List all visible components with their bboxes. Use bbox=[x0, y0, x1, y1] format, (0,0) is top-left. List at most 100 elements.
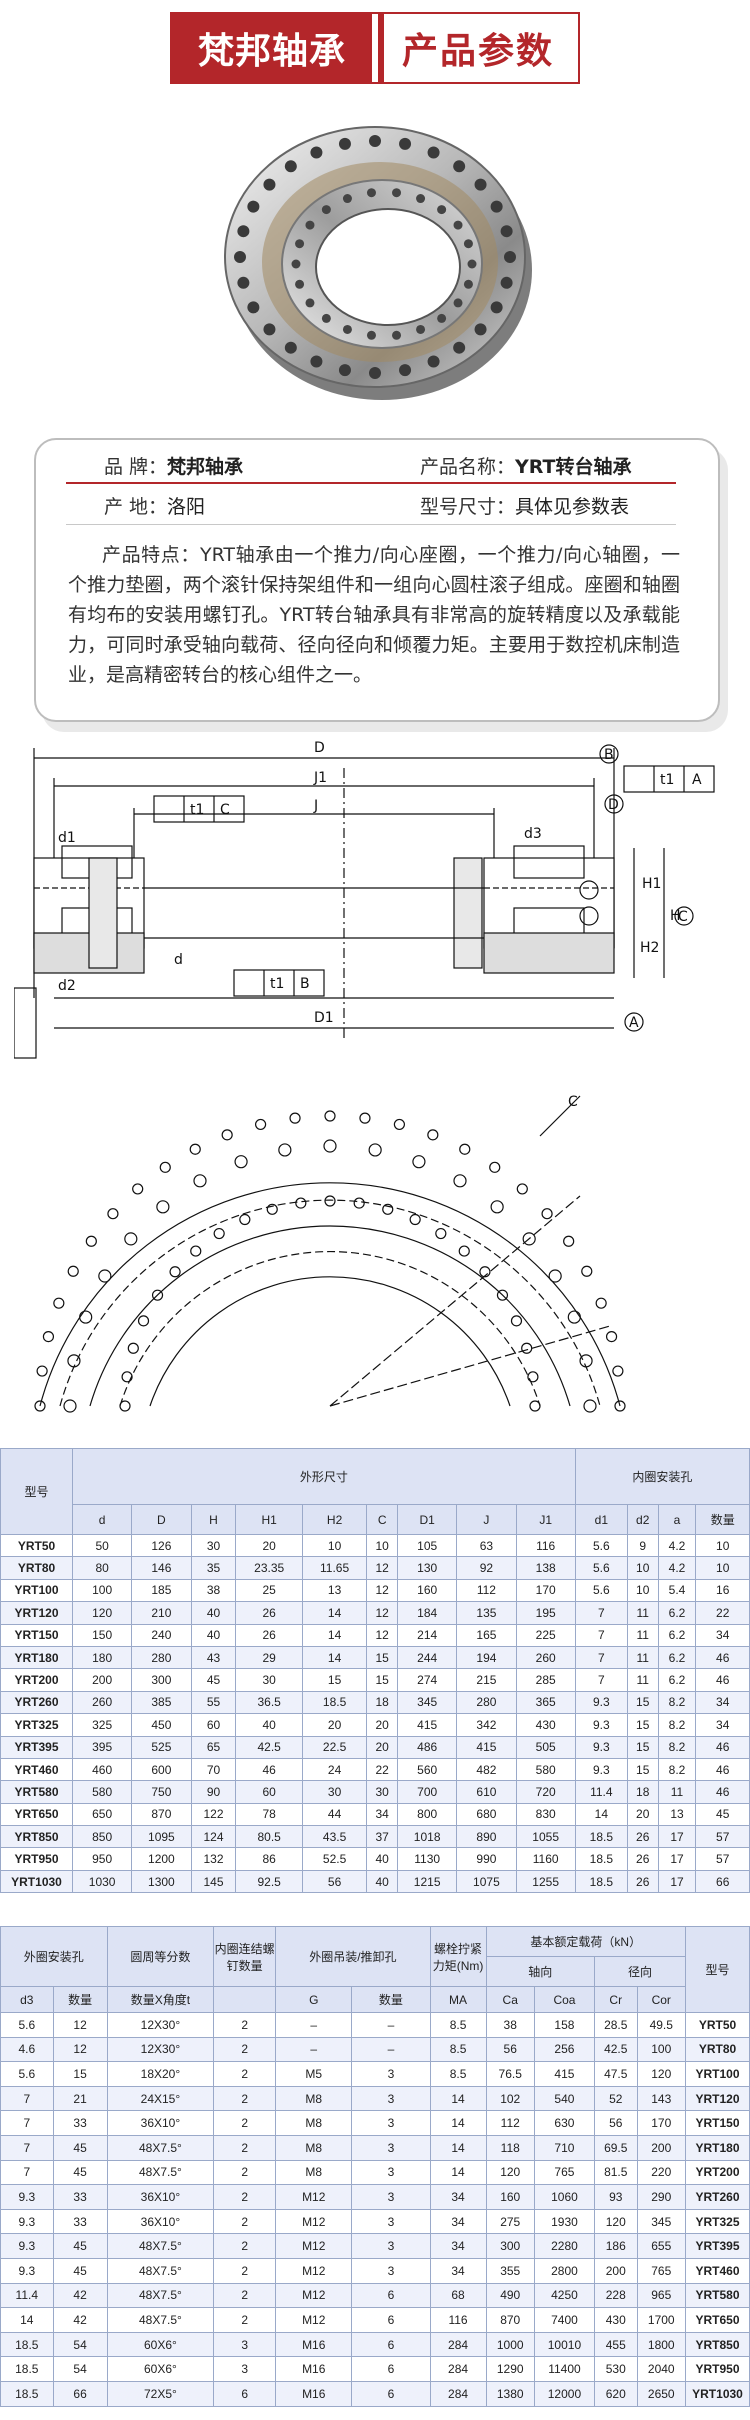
model-cell: YRT460 bbox=[685, 2257, 750, 2284]
table-cell: 25 bbox=[235, 1578, 303, 1603]
table-cell: 120 bbox=[485, 2159, 535, 2186]
table-cell: 2 bbox=[213, 2012, 277, 2038]
table-cell: 34 bbox=[695, 1690, 750, 1715]
table-cell: 120 bbox=[636, 2061, 687, 2087]
table-cell: 7 bbox=[574, 1645, 628, 1670]
table-cell: – bbox=[351, 2012, 431, 2038]
bearing-hole bbox=[247, 301, 260, 314]
label-J: J bbox=[313, 798, 318, 814]
table-cell: 33 bbox=[52, 2110, 108, 2136]
table-cell: 18.5 bbox=[301, 1690, 368, 1715]
brand-label: 品 牌： bbox=[104, 456, 168, 478]
bearing-hole bbox=[237, 225, 250, 238]
table-cell: 45 bbox=[190, 1668, 237, 1692]
table-cell: 14 bbox=[301, 1601, 368, 1625]
drawing-hole bbox=[239, 1213, 251, 1226]
drawing-hole bbox=[190, 1245, 202, 1257]
table-cell: 3 bbox=[351, 2208, 431, 2235]
table-cell: 66 bbox=[695, 1869, 750, 1894]
table-cell: 5.4 bbox=[657, 1578, 697, 1603]
table-cell: 15 bbox=[366, 1668, 399, 1692]
table-cell: 2 bbox=[213, 2159, 277, 2186]
drawing-hole bbox=[521, 1342, 533, 1354]
label-H2: H2 bbox=[640, 940, 659, 956]
th-radial: 径向 bbox=[593, 1956, 687, 1987]
table-cell: 600 bbox=[131, 1757, 192, 1782]
table-cell: 50 bbox=[71, 1533, 133, 1558]
drawing-hole bbox=[412, 1155, 426, 1169]
table-cell: 4.6 bbox=[0, 2036, 54, 2063]
table-cell: 1255 bbox=[515, 1869, 576, 1894]
drawing-hole bbox=[522, 1232, 536, 1246]
table-cell: 10 bbox=[695, 1533, 750, 1558]
label-J1: J1 bbox=[313, 770, 327, 786]
table-cell: 18 bbox=[626, 1780, 659, 1804]
drawing-hole bbox=[79, 1310, 93, 1324]
table-cell: 48X7.5° bbox=[106, 2257, 215, 2284]
label-d2: d2 bbox=[58, 978, 76, 994]
table-cell: M12 bbox=[275, 2208, 353, 2235]
drawing-hole bbox=[409, 1213, 421, 1226]
table-cell: 14 bbox=[301, 1645, 368, 1670]
drawing-hole bbox=[427, 1129, 439, 1141]
table-cell: 26 bbox=[235, 1601, 303, 1625]
table-cell: 122 bbox=[190, 1802, 237, 1827]
th-sub-4: G bbox=[275, 1986, 353, 2013]
table-cell: 385 bbox=[131, 1690, 192, 1715]
table-cell: 56 bbox=[593, 2110, 638, 2136]
table-cell: 490 bbox=[485, 2282, 535, 2309]
name-label: 产品名称： bbox=[420, 456, 516, 478]
table-cell: 325 bbox=[71, 1713, 133, 1737]
th-axial: 轴向 bbox=[485, 1956, 595, 1987]
table-cell: 22 bbox=[695, 1601, 750, 1625]
table-cell: 7 bbox=[0, 2159, 54, 2186]
label-A-circle: A bbox=[629, 1015, 639, 1031]
table-cell: 120 bbox=[71, 1601, 133, 1625]
table-cell: 1095 bbox=[131, 1825, 192, 1849]
table-cell: 18.5 bbox=[0, 2356, 54, 2382]
table-cell: 81.5 bbox=[593, 2159, 638, 2186]
table-cell: 210 bbox=[131, 1601, 192, 1625]
table-cell: 285 bbox=[515, 1668, 576, 1692]
drawing-hole bbox=[435, 1227, 447, 1240]
table-cell: 92 bbox=[456, 1556, 517, 1580]
table-cell: 870 bbox=[485, 2307, 535, 2333]
table-cell: 18 bbox=[366, 1690, 399, 1715]
table-cell: 48X7.5° bbox=[106, 2307, 215, 2333]
drawing-hole bbox=[541, 1208, 553, 1220]
table-cell: 34 bbox=[429, 2233, 487, 2259]
table-cell: 6 bbox=[213, 2380, 277, 2407]
bearing-hole bbox=[416, 324, 426, 334]
table-cell: 194 bbox=[456, 1645, 517, 1670]
th-col-10: d2 bbox=[626, 1504, 659, 1535]
drawing-hole bbox=[34, 1400, 46, 1412]
table-cell: 18.5 bbox=[574, 1825, 628, 1849]
table-cell: 38 bbox=[190, 1578, 237, 1603]
table-cell: 2 bbox=[213, 2233, 277, 2259]
th-col-1: D bbox=[131, 1504, 192, 1535]
model-cell: YRT650 bbox=[0, 1802, 73, 1827]
bearing-hole bbox=[310, 146, 323, 159]
table-cell: 260 bbox=[515, 1645, 576, 1670]
table-cell: 450 bbox=[131, 1713, 192, 1737]
bearing-hole bbox=[437, 313, 447, 323]
table-cell: 610 bbox=[456, 1780, 517, 1804]
th-sub-3 bbox=[213, 1986, 277, 2013]
bearing-hole bbox=[295, 279, 305, 289]
table-cell: 284 bbox=[429, 2331, 487, 2358]
label-H: H bbox=[670, 908, 681, 924]
table-cell: 60 bbox=[235, 1780, 303, 1804]
table-cell: 11 bbox=[626, 1601, 659, 1625]
th-col-9: d1 bbox=[574, 1504, 628, 1535]
table-cell: M12 bbox=[275, 2307, 353, 2333]
table-cell: 66 bbox=[52, 2380, 108, 2407]
model-cell: YRT150 bbox=[0, 1623, 73, 1647]
model-cell: YRT80 bbox=[685, 2036, 750, 2063]
bearing-hole bbox=[453, 341, 466, 354]
th-inner-holes: 内圈安装孔 bbox=[574, 1448, 750, 1505]
bearing-hole bbox=[416, 194, 426, 204]
